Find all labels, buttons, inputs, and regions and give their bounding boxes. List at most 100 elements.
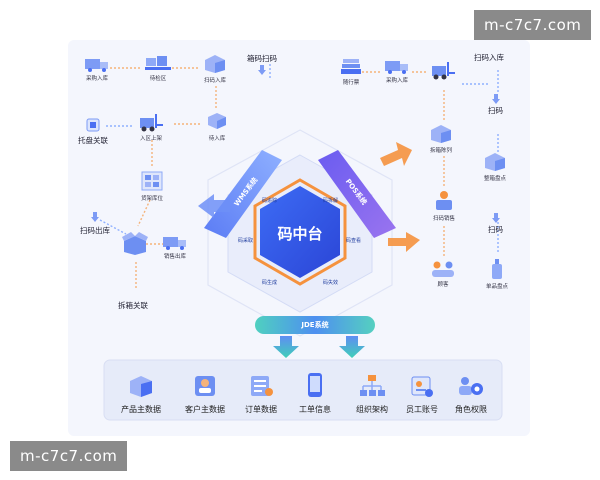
jde-system-label[interactable]: JDE系统 [255,316,375,334]
forklift-icon [432,62,455,80]
label-unbox-display: 拆箱陈列 [430,148,453,154]
center-title[interactable]: 码中台 [277,225,323,243]
pos-arrow [380,142,412,166]
cashier-icon [436,191,452,210]
open-box-icon [122,232,148,255]
chip-code-trace[interactable]: 码追踪 [262,198,278,204]
label-scan-a: 扫码 [488,106,503,115]
bottom-label-4: 组织架构 [356,405,388,414]
chip-code-generate[interactable]: 码生成 [262,280,278,286]
download-arrow-icon [91,212,99,222]
bottle-icon [492,259,502,279]
shelf-icon [141,171,163,191]
label-locate: 货架库位 [140,196,163,202]
node-purchase-in-left: 采购入库 [84,56,110,82]
node-scan-sale: 扫码销售 [432,190,456,222]
label-unbox-link: 拆箱关联 [118,301,148,310]
node-in-shelf: 入区上架 [138,112,164,142]
bottom-label-3: 工单信息 [299,405,331,414]
node-full-box-check: 整箱盘点 [484,152,506,182]
chip-code-view[interactable]: 码查看 [346,238,362,244]
jde-band [255,316,375,334]
node-scan-b: 扫码 [488,212,503,235]
chip-code-split[interactable]: 码拆解 [323,198,339,204]
node-scan-out: 扫码出库 [80,211,110,236]
node-box-scan: 箱码扫码 [247,53,277,76]
document-stack-icon [341,59,361,74]
label-in-shelf: 入区上架 [139,136,162,142]
node-locate: 货架库位 [140,170,164,202]
label-purchase-in-right: 采购入库 [385,78,408,84]
chip-code-collect[interactable]: 码采取 [238,238,254,244]
jde-arrow-right [339,336,365,358]
node-sale-out: 销售出库 [162,234,188,260]
forklift-icon [140,114,163,132]
wms-band [204,150,282,238]
label-pending-in: 待入库 [208,136,226,142]
people-gear-icon [459,377,483,395]
bottom-label-1: 客户主数据 [185,405,225,414]
stacked-boxes-icon [208,113,226,129]
watermark-bottom-left: m-c7c7.com [10,441,128,471]
node-pending-in: 待入库 [206,112,228,142]
bottom-data-area [103,359,503,421]
left-blue-connectors [99,64,271,235]
label-pallet-link: 托盘关联 [78,136,108,145]
watermark-top-right: m-c7c7.com [474,10,592,40]
box-icon [205,55,225,73]
boxes-icon [130,376,152,397]
node-pending-area: 待检区 [144,54,172,82]
conveyor-icon [145,56,171,70]
label-sale-out: 销售出库 [163,254,186,260]
label-receipt: 随行票 [342,80,360,86]
box-icon [485,153,505,171]
pos-arrow-2 [388,232,420,252]
node-receipt: 随行票 [340,58,362,86]
customers-icon [432,261,454,277]
chip-code-expire[interactable]: 码失效 [323,280,339,286]
label-purchase-in-left: 采购入库 [85,76,108,82]
node-customer: 顾客 [430,260,456,288]
bottom-label-2: 订单数据 [245,405,277,414]
node-unbox-link: 拆箱关联 [118,300,148,311]
truck-icon [385,61,408,74]
jde-system-text: JDE系统 [301,321,329,329]
phone-icon [308,373,322,397]
label-scan-b: 扫码 [488,225,503,234]
bottom-label-5: 员工账号 [406,405,438,414]
label-scan-in-left: 扫码入库 [204,78,227,84]
label-single-check: 单品盘点 [486,284,509,290]
box-icon [431,125,451,143]
truck-icon [85,59,108,72]
label-customer: 顾客 [437,282,449,288]
pos-band [318,150,396,238]
node-unbox-display: 拆箱陈列 [430,124,452,154]
node-scan-a: 扫码 [488,93,503,116]
right-connectors [362,71,445,258]
download-arrow-icon [491,94,500,104]
node-open-box [122,230,148,256]
bottom-label-6: 角色权限 [455,405,487,414]
left-connectors [110,67,217,290]
wms-arrow [198,194,230,218]
truck-icon [163,237,186,250]
org-chart-icon [360,375,385,396]
jde-arrow-left [273,336,299,358]
node-purchase-in-right: 采购入库 [384,58,410,84]
id-card-icon [411,376,433,397]
label-scan-in-right: 扫码入库 [474,53,504,62]
bottom-label-0: 产品主数据 [121,405,161,414]
core-hexagon-ring [253,178,347,286]
node-single-check: 单品盘点 [486,258,508,290]
node-scan-in-left: 扫码入库 [204,54,226,84]
node-scan-in-right: 扫码入库 [474,52,504,63]
node-pallet-link: 托盘关联 [78,118,108,146]
label-pending-area: 待检区 [149,76,167,82]
label-scan-out: 扫码出库 [80,226,110,235]
customer-icon [195,376,215,396]
label-scan-sale: 扫码销售 [432,216,455,222]
download-arrow-icon [491,213,500,223]
download-arrow-icon [258,65,266,75]
node-forklift-right [430,60,456,80]
